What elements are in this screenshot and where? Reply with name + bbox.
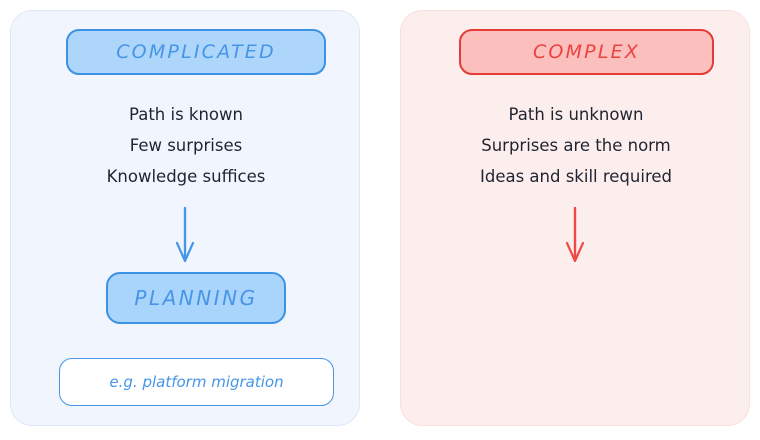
list-item: Few surprises [129,136,243,155]
outcome-chip-planning: PLANNING [106,272,286,324]
list-item: Knowledge suffices [106,167,266,186]
list-item: Path is unknown [508,105,644,124]
panel-complicated: COMPLICATED Path is known Few surprises … [10,10,360,426]
bullet-list-complicated: Path is known Few surprises Knowledge su… [11,99,361,192]
down-arrow-icon [560,206,590,263]
down-arrow-icon [170,206,200,263]
list-item: Path is known [129,105,243,124]
panel-complex: COMPLEX Path is unknown Surprises are th… [400,10,750,426]
list-item: Ideas and skill required [479,167,672,186]
example-chip-complicated: e.g. platform migration [59,358,334,406]
title-chip-complicated: COMPLICATED [66,29,326,75]
list-item: Surprises are the norm [481,136,671,155]
title-chip-complex: COMPLEX [459,29,714,75]
bullet-list-complex: Path is unknown Surprises are the norm I… [401,99,751,192]
